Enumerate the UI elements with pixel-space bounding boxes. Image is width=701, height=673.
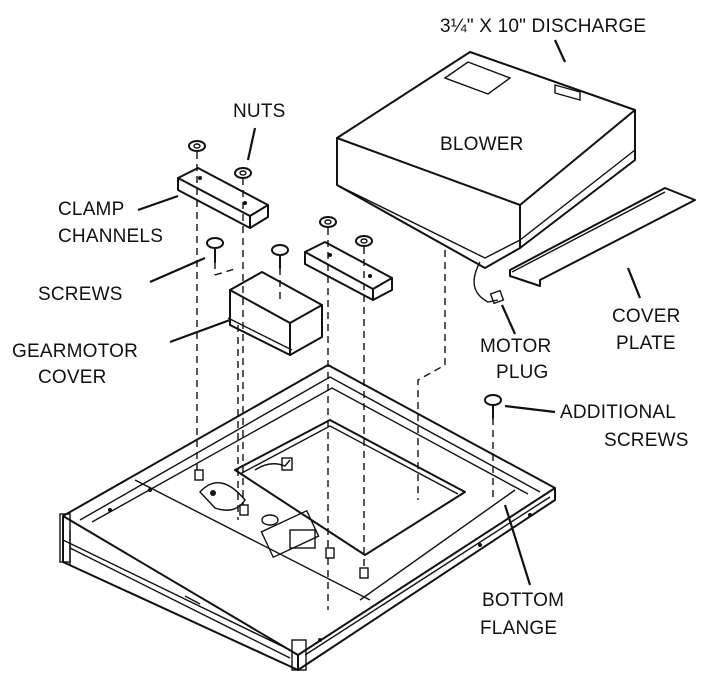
label-gearmotor-line1: GEARMOTOR [12,341,138,362]
label-gearmotor-line2: COVER [38,367,107,388]
label-bottom-flange-line1: BOTTOM [482,590,564,611]
label-motor-plug-line2: PLUG [496,362,549,383]
label-cover-plate-line2: PLATE [616,333,676,354]
label-clamp-line2: CHANNELS [58,226,163,247]
blower [336,51,636,305]
clamp-channel-right [304,241,393,301]
label-additional-line1: ADDITIONAL [560,402,676,423]
base-tray [59,364,556,671]
label-screws: SCREWS [38,284,123,305]
label-additional-line2: SCREWS [604,430,689,451]
clamp-channel-left [177,167,269,229]
nut-icon [188,140,373,247]
tray-opening [234,419,466,556]
label-motor-plug-line1: MOTOR [480,336,551,357]
label-blower: BLOWER [440,134,524,155]
screw-icon [194,237,502,579]
leader-lines [137,39,642,586]
label-discharge: 3¼" X 10" DISCHARGE [440,16,646,37]
cover-plate [509,187,696,287]
labels: 3¼" X 10" DISCHARGE BLOWER NUTS CLAMP CH… [12,16,689,639]
gearmotor-base-parts [199,457,320,559]
label-cover-plate-line1: COVER [612,306,681,327]
label-clamp-line1: CLAMP [58,199,124,220]
label-bottom-flange-line2: FLANGE [480,618,557,639]
label-nuts: NUTS [233,101,286,122]
gearmotor-cover [227,271,323,356]
alignment-lines [196,152,494,610]
